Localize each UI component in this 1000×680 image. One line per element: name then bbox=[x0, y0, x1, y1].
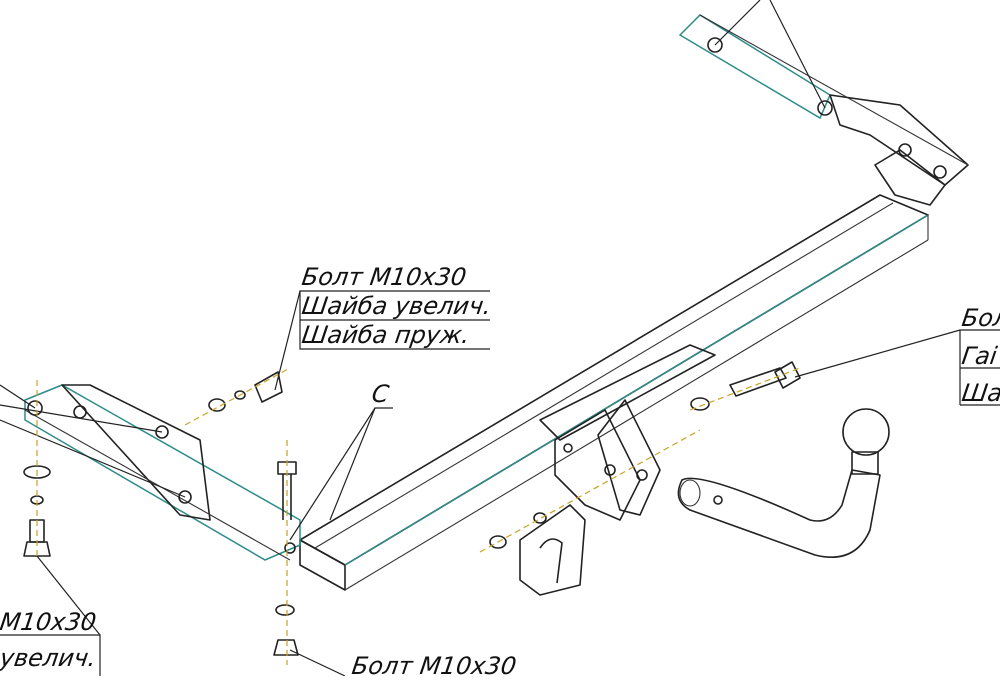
upper-bolt-stack bbox=[184, 367, 291, 426]
main-crossbar-tube bbox=[299, 194, 929, 591]
label-bolt-m10x30-top: Болт М10х30 bbox=[300, 263, 469, 291]
label-washer-spring-top: Шайба пруж. bbox=[300, 321, 472, 349]
hitch-bolt bbox=[689, 361, 801, 411]
left-bolt-stack bbox=[23, 380, 51, 560]
label-bolt-bottom: Болт М10х30 bbox=[350, 652, 519, 680]
leader-lines bbox=[0, 290, 1000, 676]
label-washer-large-top: Шайба увелич. bbox=[300, 292, 493, 320]
left-mounting-bracket bbox=[0, 384, 301, 561]
label-bolt-left: М10х30 bbox=[0, 608, 98, 636]
label-washer-left: увелич. bbox=[0, 644, 98, 672]
center-bolt-stack bbox=[273, 440, 299, 665]
center-clamp-plates bbox=[479, 344, 716, 596]
label-right-line-3: Шаі bbox=[960, 379, 1000, 407]
label-detail-c: С bbox=[370, 380, 391, 408]
label-right-line-1: Бол bbox=[960, 304, 1000, 332]
label-right-line-2: Гаі bbox=[960, 342, 999, 370]
right-mounting-bracket bbox=[678, 0, 969, 206]
tow-ball-hitch bbox=[677, 408, 890, 559]
